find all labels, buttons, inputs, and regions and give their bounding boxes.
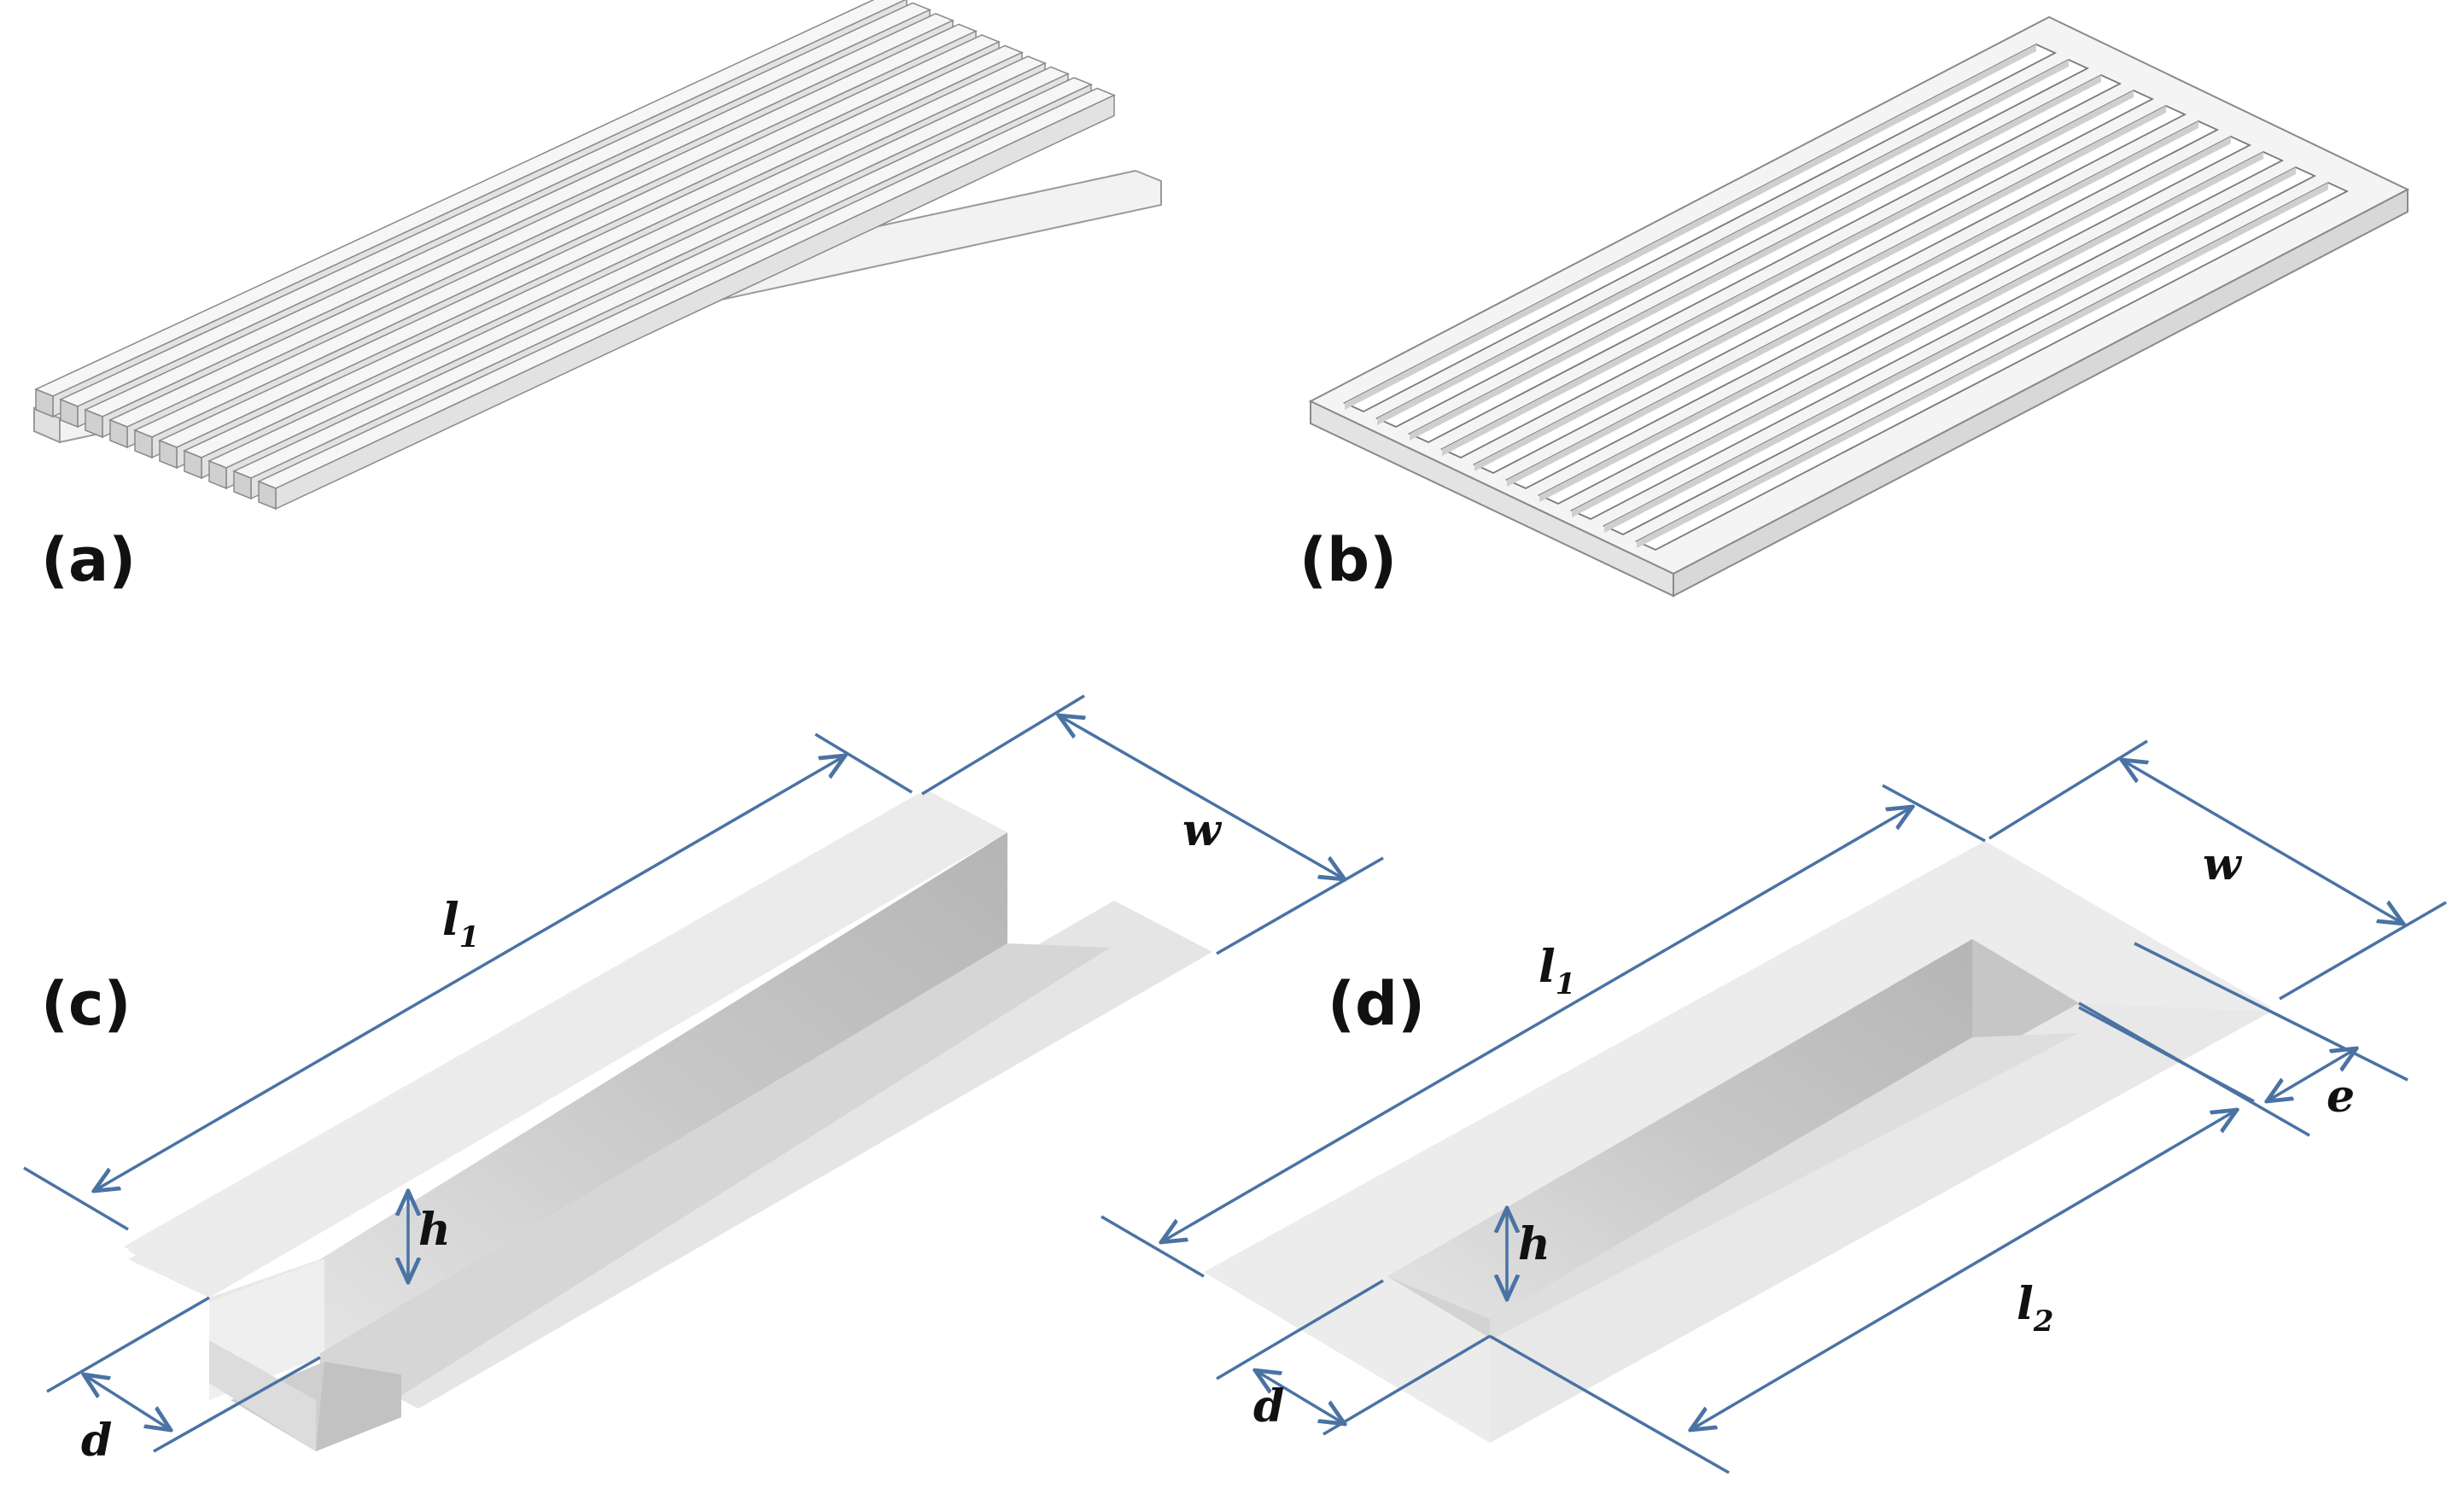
rib-end [35,388,54,418]
slot-wall [1377,60,2069,425]
rib-end [85,408,103,439]
slot-wall [1637,183,2328,548]
slot-wall [1572,152,2263,517]
label-d-d: d [1253,1380,1284,1433]
label-c-h: h [418,1204,451,1256]
rib-end [233,470,252,500]
label-c-w: w [1182,804,1223,856]
slot-wall [1539,137,2231,502]
rib-end [208,459,227,490]
panel-d-dimensions [1101,739,2447,1474]
label-d-h: h [1518,1218,1550,1270]
panel-a-ribbed-plate [33,0,1162,511]
slot-wall [1604,167,2296,533]
rib-end [134,429,153,459]
panel-label-a: (a) [41,525,136,595]
slot-wall [1474,106,2166,471]
rib-group-a [34,0,1116,511]
panel-b-slotted-plate [1308,15,2410,598]
label-d-w: w [2203,838,2243,890]
panel-d-slot-unit [1204,841,2271,1443]
rib-end [109,418,128,449]
rib-end [60,398,79,429]
label-c-l1: l1 [442,894,479,954]
panel-label-d: (d) [1328,969,1425,1039]
rib-end [258,480,277,511]
panel-c-rib-unit [124,790,1212,1451]
slot-group-b [1342,43,2350,552]
label-d-e: e [2327,1071,2355,1123]
label-d-l2: l2 [2017,1278,2053,1339]
slot-wall [1507,121,2198,487]
label-d-l1: l1 [1539,941,1575,1001]
rib-end [184,449,202,480]
rib-end [159,439,178,470]
slot-wall [1442,90,2134,456]
panel-label-b: (b) [1299,525,1397,595]
slot-wall [1345,44,2036,410]
label-c-d: d [81,1415,112,1467]
panel-label-c: (c) [41,969,131,1039]
slot-wall [1410,75,2101,441]
